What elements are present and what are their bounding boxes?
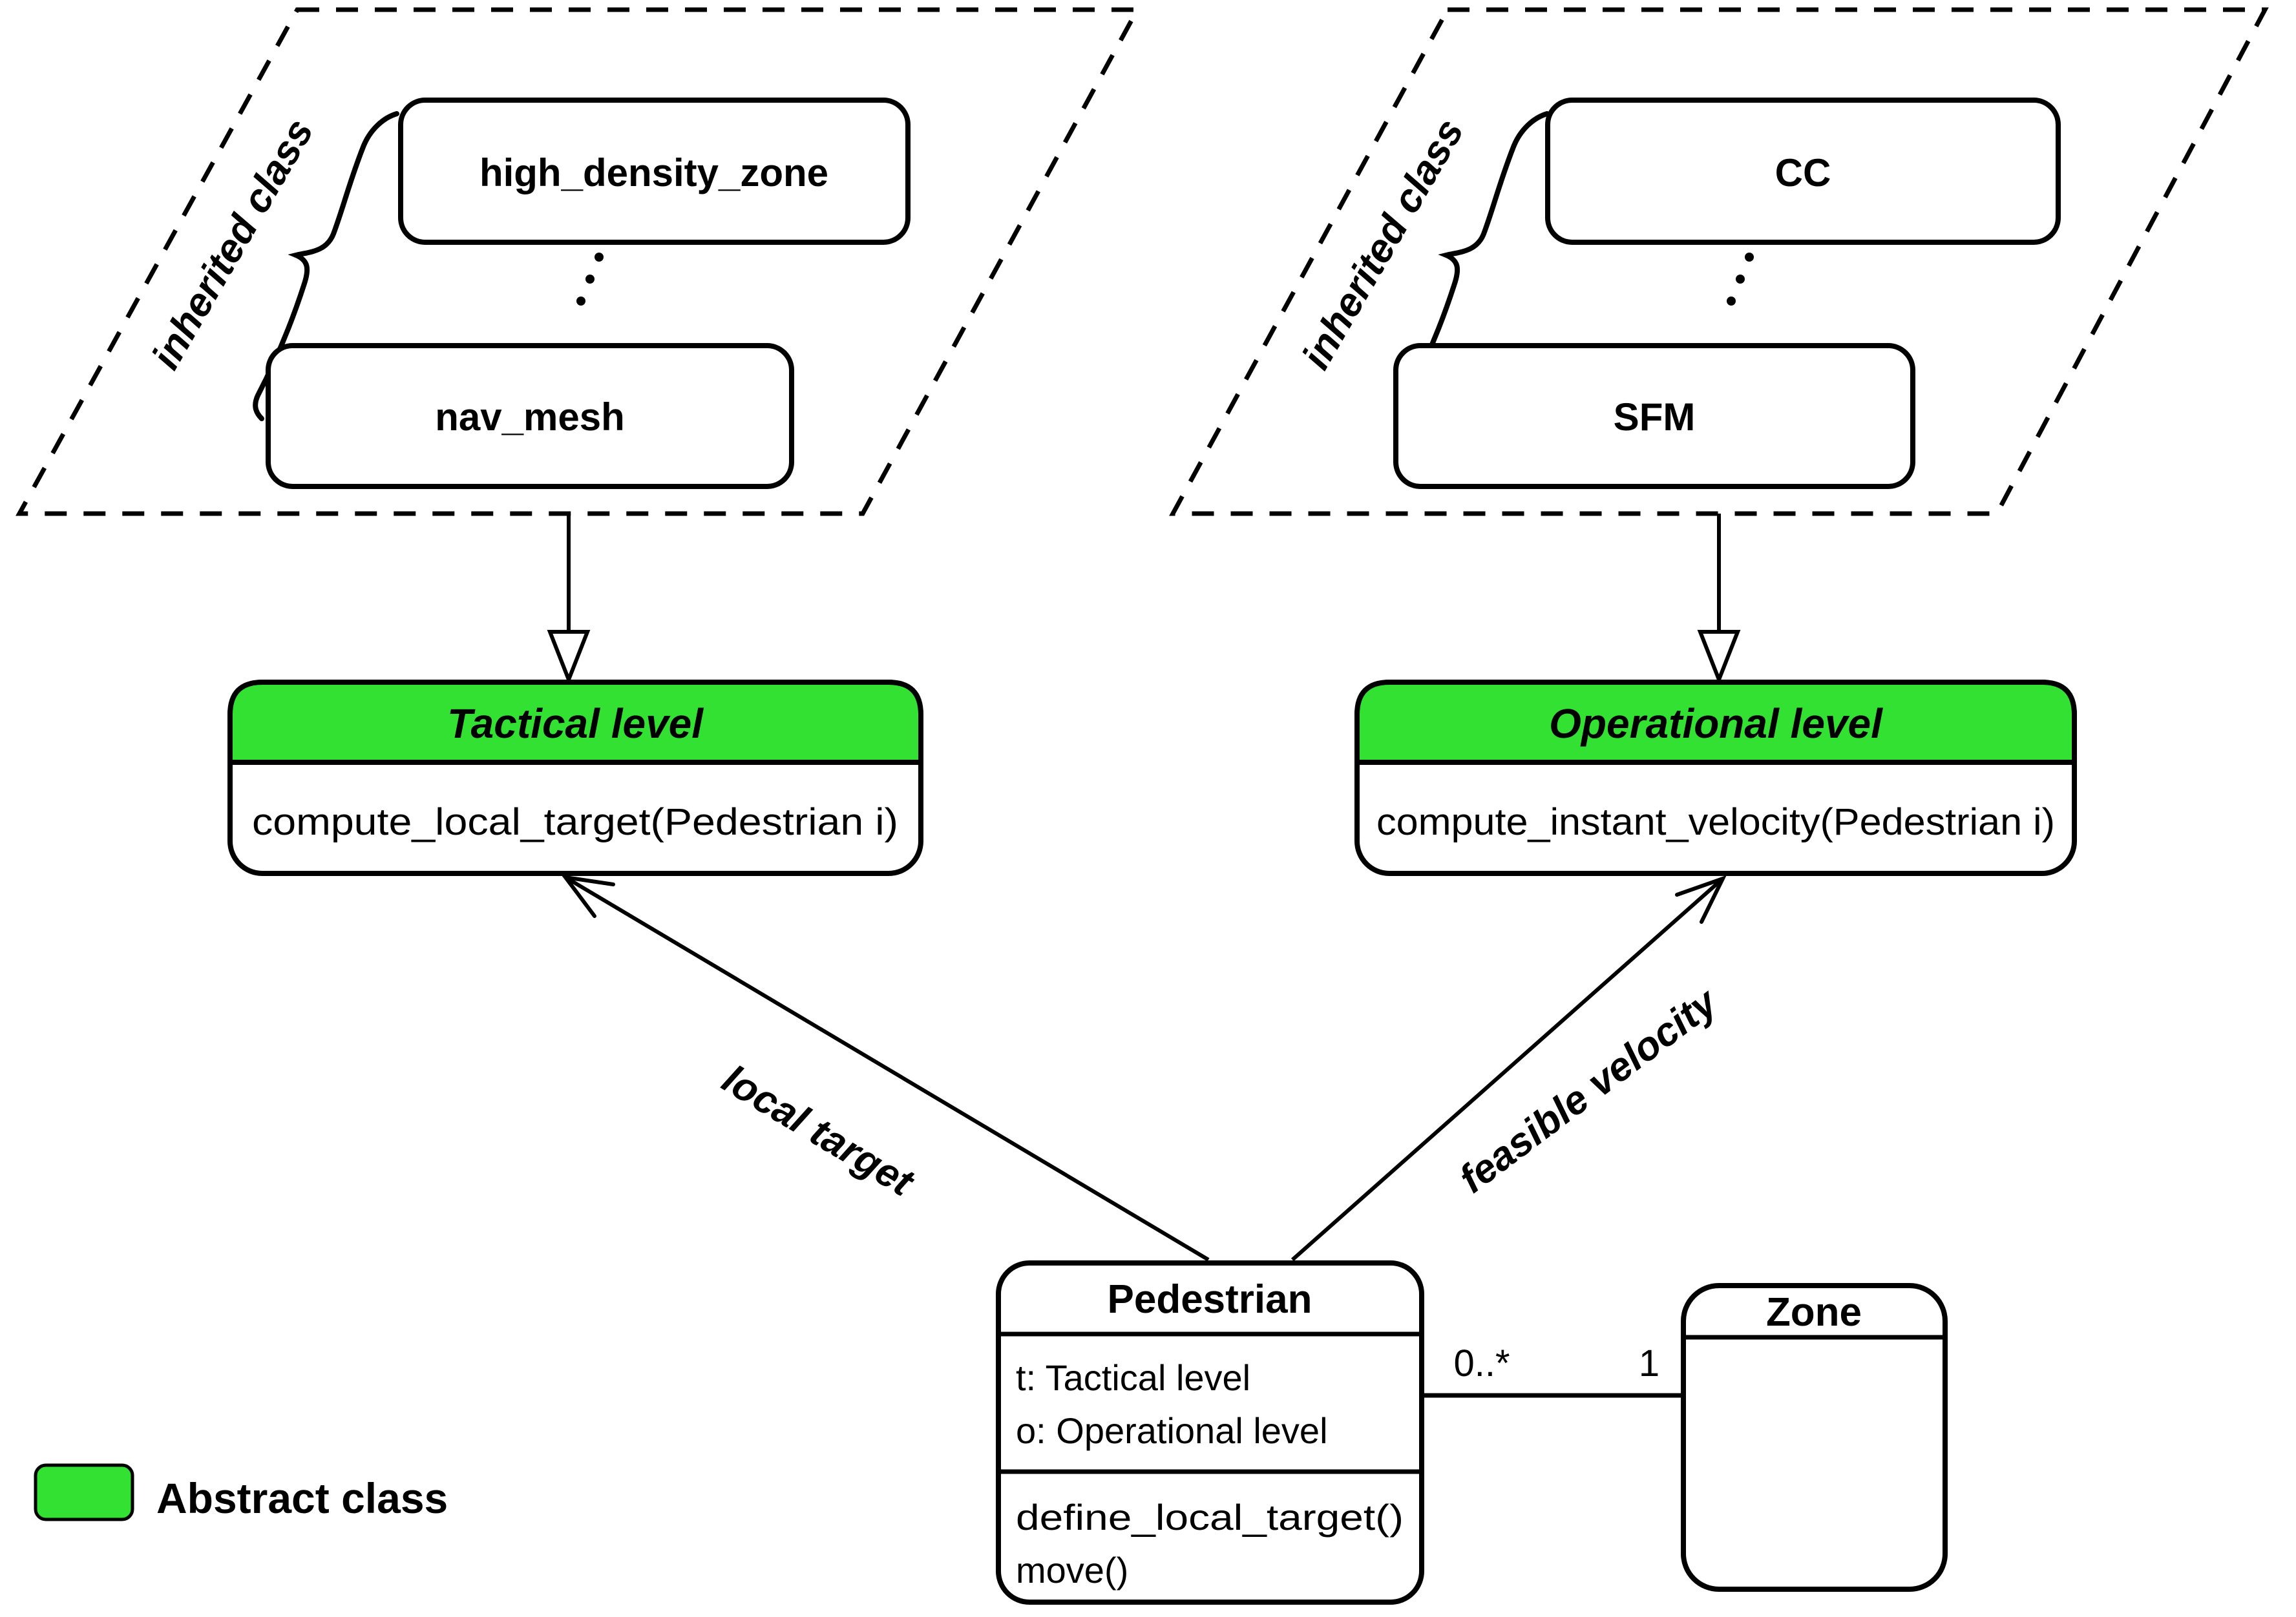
class-box-nav-mesh-label: nav_mesh	[435, 395, 625, 439]
abstract-class-operational-method: compute_instant_velocity(Pedestrian i)	[1376, 801, 2055, 843]
class-pedestrian-attribute-t: t: Tactical level	[1016, 1357, 1250, 1398]
arrowhead-icon-feasible-velocity	[1675, 875, 1727, 924]
edge-label-feasible-velocity: feasible velocity	[1451, 979, 1727, 1202]
class-box-cc	[1545, 98, 2061, 245]
abstract-class-tactical: Tactical level compute_local_target(Pede…	[227, 680, 923, 876]
association-pedestrian-zone: 0..* 1	[1422, 1342, 1683, 1398]
class-header-operational	[1354, 680, 2077, 765]
class-box-cc-label: CC	[1775, 151, 1831, 194]
dashed-parallelogram-left	[16, 7, 1141, 516]
ellipsis-dots-icon-left	[576, 253, 604, 306]
class-zone: Zone	[1681, 1283, 1948, 1592]
inherited-class-region-left: inherited class high_density_zone nav_me…	[16, 7, 1141, 516]
legend-label: Abstract class	[156, 1474, 448, 1522]
inherited-class-label-right: inherited class	[1294, 111, 1473, 377]
legend: Abstract class	[34, 1463, 448, 1522]
class-header-tactical	[227, 680, 923, 765]
class-pedestrian-method-move: move()	[1016, 1550, 1128, 1591]
class-box-sfm	[1393, 343, 1915, 489]
abstract-class-tactical-method: compute_local_target(Pedestrian i)	[252, 801, 898, 843]
abstract-class-tactical-title: Tactical level	[447, 700, 704, 747]
abstract-class-operational-title: Operational level	[1549, 700, 1883, 747]
class-pedestrian: Pedestrian t: Tactical level o: Operatio…	[996, 1260, 1424, 1605]
dashed-parallelogram-right	[1169, 7, 2269, 516]
class-pedestrian-attribute-o: o: Operational level	[1016, 1410, 1328, 1451]
arrowhead-icon-local-target	[561, 874, 615, 918]
class-box-high-density-zone-label: high_density_zone	[479, 151, 828, 194]
class-pedestrian-title: Pedestrian	[1107, 1277, 1312, 1322]
class-pedestrian-method-define-local-target: define_local_target()	[1016, 1497, 1404, 1538]
class-box-high-density-zone	[398, 98, 911, 245]
abstract-class-operational: Operational level compute_instant_veloci…	[1354, 680, 2077, 876]
ellipsis-dots-icon-right	[1727, 253, 1754, 306]
edge-local-target: local target	[561, 874, 1210, 1262]
inheritance-arrow-left	[547, 514, 591, 685]
multiplicity-pedestrian-end: 0..*	[1453, 1342, 1510, 1384]
class-zone-title: Zone	[1766, 1290, 1862, 1335]
class-box-nav-mesh	[266, 343, 794, 489]
curly-brace-icon-left	[253, 111, 399, 421]
edge-label-local-target: local target	[715, 1057, 922, 1206]
inherited-class-region-right: inherited class CC SFM	[1169, 7, 2269, 516]
legend-swatch	[34, 1463, 134, 1521]
edge-feasible-velocity: feasible velocity	[1291, 875, 1727, 1262]
hollow-arrowhead-icon-right	[1697, 630, 1741, 685]
inheritance-arrow-right	[1697, 514, 1741, 685]
class-box-sfm-label: SFM	[1614, 395, 1696, 439]
multiplicity-zone-end: 1	[1639, 1342, 1659, 1384]
hollow-arrowhead-icon-left	[547, 630, 591, 685]
